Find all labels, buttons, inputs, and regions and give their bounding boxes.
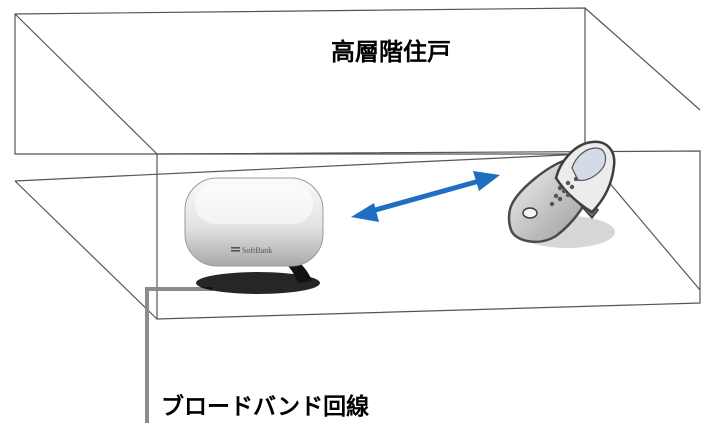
building-label: 高層階住戸 xyxy=(331,38,451,66)
flip-phone-icon xyxy=(507,140,616,248)
broadband-line-label: ブロードバンド回線 xyxy=(161,393,369,420)
router-brand-label: SoftBank xyxy=(242,246,272,255)
broadband-line xyxy=(145,287,213,423)
femtocell-router-icon: SoftBank xyxy=(184,177,324,294)
link-arrow xyxy=(351,171,500,222)
